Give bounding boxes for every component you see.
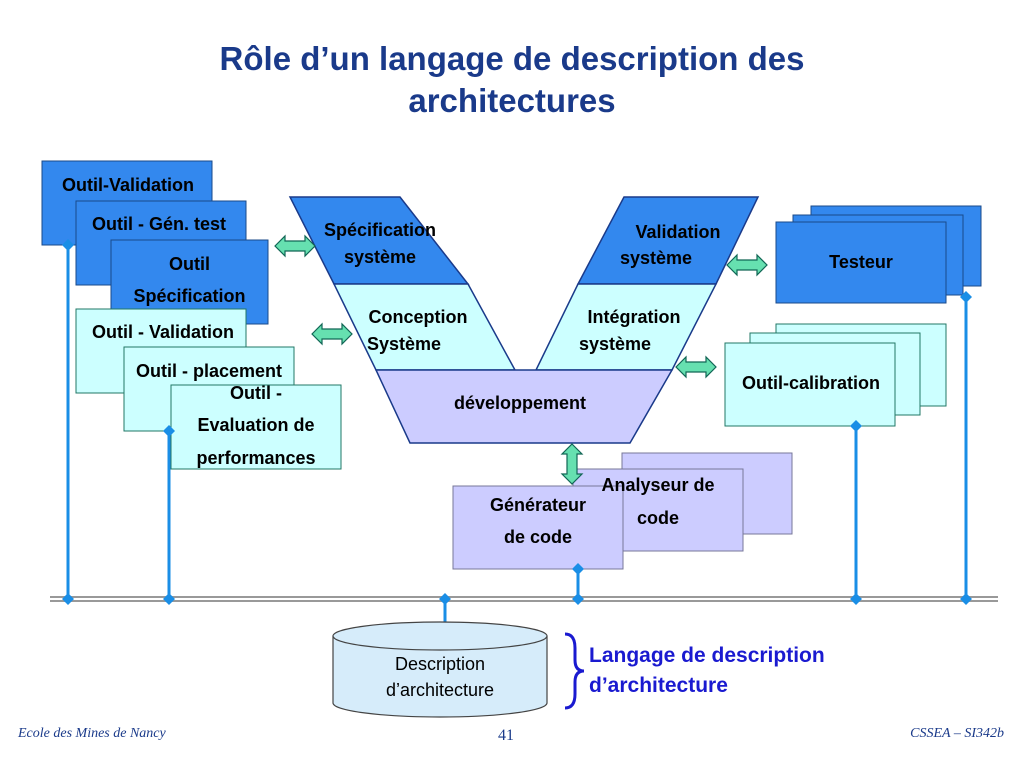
legend-text: Langage de description d’architecture bbox=[589, 641, 825, 701]
tool-eval-label-3: performances bbox=[196, 448, 316, 468]
diamond-testeur-bus bbox=[960, 593, 972, 605]
tool-gen-test-label: Outil - Gén. test bbox=[91, 214, 226, 234]
tool-specification-label-2: Spécification bbox=[133, 286, 246, 306]
v-valid-label-1: Validation bbox=[635, 222, 721, 242]
title-line-1: Rôle d’un langage de description des bbox=[219, 40, 805, 77]
tool-eval-box bbox=[170, 384, 342, 470]
diamond-generateur-top bbox=[572, 563, 584, 575]
title-line-2: architectures bbox=[408, 82, 616, 119]
tool-specification-label-1: Outil bbox=[169, 254, 210, 274]
footer-left: Ecole des Mines de Nancy bbox=[18, 726, 166, 741]
database-label-1: Description bbox=[394, 654, 486, 674]
generateur-label-1: Générateur bbox=[489, 495, 587, 515]
legend-line-2: d’architecture bbox=[589, 674, 728, 697]
tool-eval-label-2: Evaluation de bbox=[197, 415, 315, 435]
v-conception-label-1: Conception bbox=[368, 307, 468, 327]
tool-eval-label-1: Outil - bbox=[230, 383, 282, 403]
diamond-left-2-top bbox=[163, 425, 175, 437]
analyseur-label-1: Analyseur de bbox=[601, 475, 715, 495]
diamond-generateur-bus bbox=[572, 593, 584, 605]
page-number: 41 bbox=[498, 727, 514, 744]
tool-validation-label: Outil-Validation bbox=[61, 175, 194, 195]
tool-placement-label: Outil - placement bbox=[135, 361, 283, 381]
calibration-label: Outil-calibration bbox=[741, 373, 880, 393]
diamond-database-bus bbox=[439, 593, 451, 605]
tool-validation2-label: Outil - Validation bbox=[91, 322, 234, 342]
v-valid-label-2: système bbox=[619, 248, 693, 268]
diamond-calibration-bus bbox=[850, 593, 862, 605]
v-dev-shape bbox=[374, 369, 674, 444]
v-spec-label-2: système bbox=[343, 247, 417, 267]
diamond-calibration-top bbox=[850, 420, 862, 432]
calibration-box bbox=[724, 342, 896, 427]
v-integration-label-1: Intégration bbox=[587, 307, 681, 327]
legend-line-1: Langage de description bbox=[589, 644, 825, 667]
analyseur-label-2: code bbox=[636, 508, 679, 528]
v-integration-label-2: système bbox=[578, 334, 652, 354]
testeur-box bbox=[775, 221, 947, 304]
v-conception-label-2: Système bbox=[366, 334, 442, 354]
v-dev-label: développement bbox=[453, 393, 587, 413]
diamond-left-1-top bbox=[62, 239, 74, 251]
v-spec-label-1: Spécification bbox=[323, 220, 437, 240]
database-label-2: d’architecture bbox=[385, 680, 495, 700]
double-arrow-integration bbox=[675, 356, 717, 378]
legend-brace bbox=[564, 632, 585, 710]
diamond-testeur-top bbox=[960, 291, 972, 303]
generateur-box bbox=[452, 485, 624, 570]
page-title: Rôle d’un langage de description des arc… bbox=[0, 38, 1024, 122]
database-cylinder bbox=[332, 621, 548, 718]
testeur-label: Testeur bbox=[829, 252, 893, 272]
footer-right: CSSEA – SI342b bbox=[910, 726, 1004, 741]
generateur-label-2: de code bbox=[503, 527, 573, 547]
diamond-left-1-bus bbox=[62, 593, 74, 605]
diamond-left-2-bus bbox=[163, 593, 175, 605]
